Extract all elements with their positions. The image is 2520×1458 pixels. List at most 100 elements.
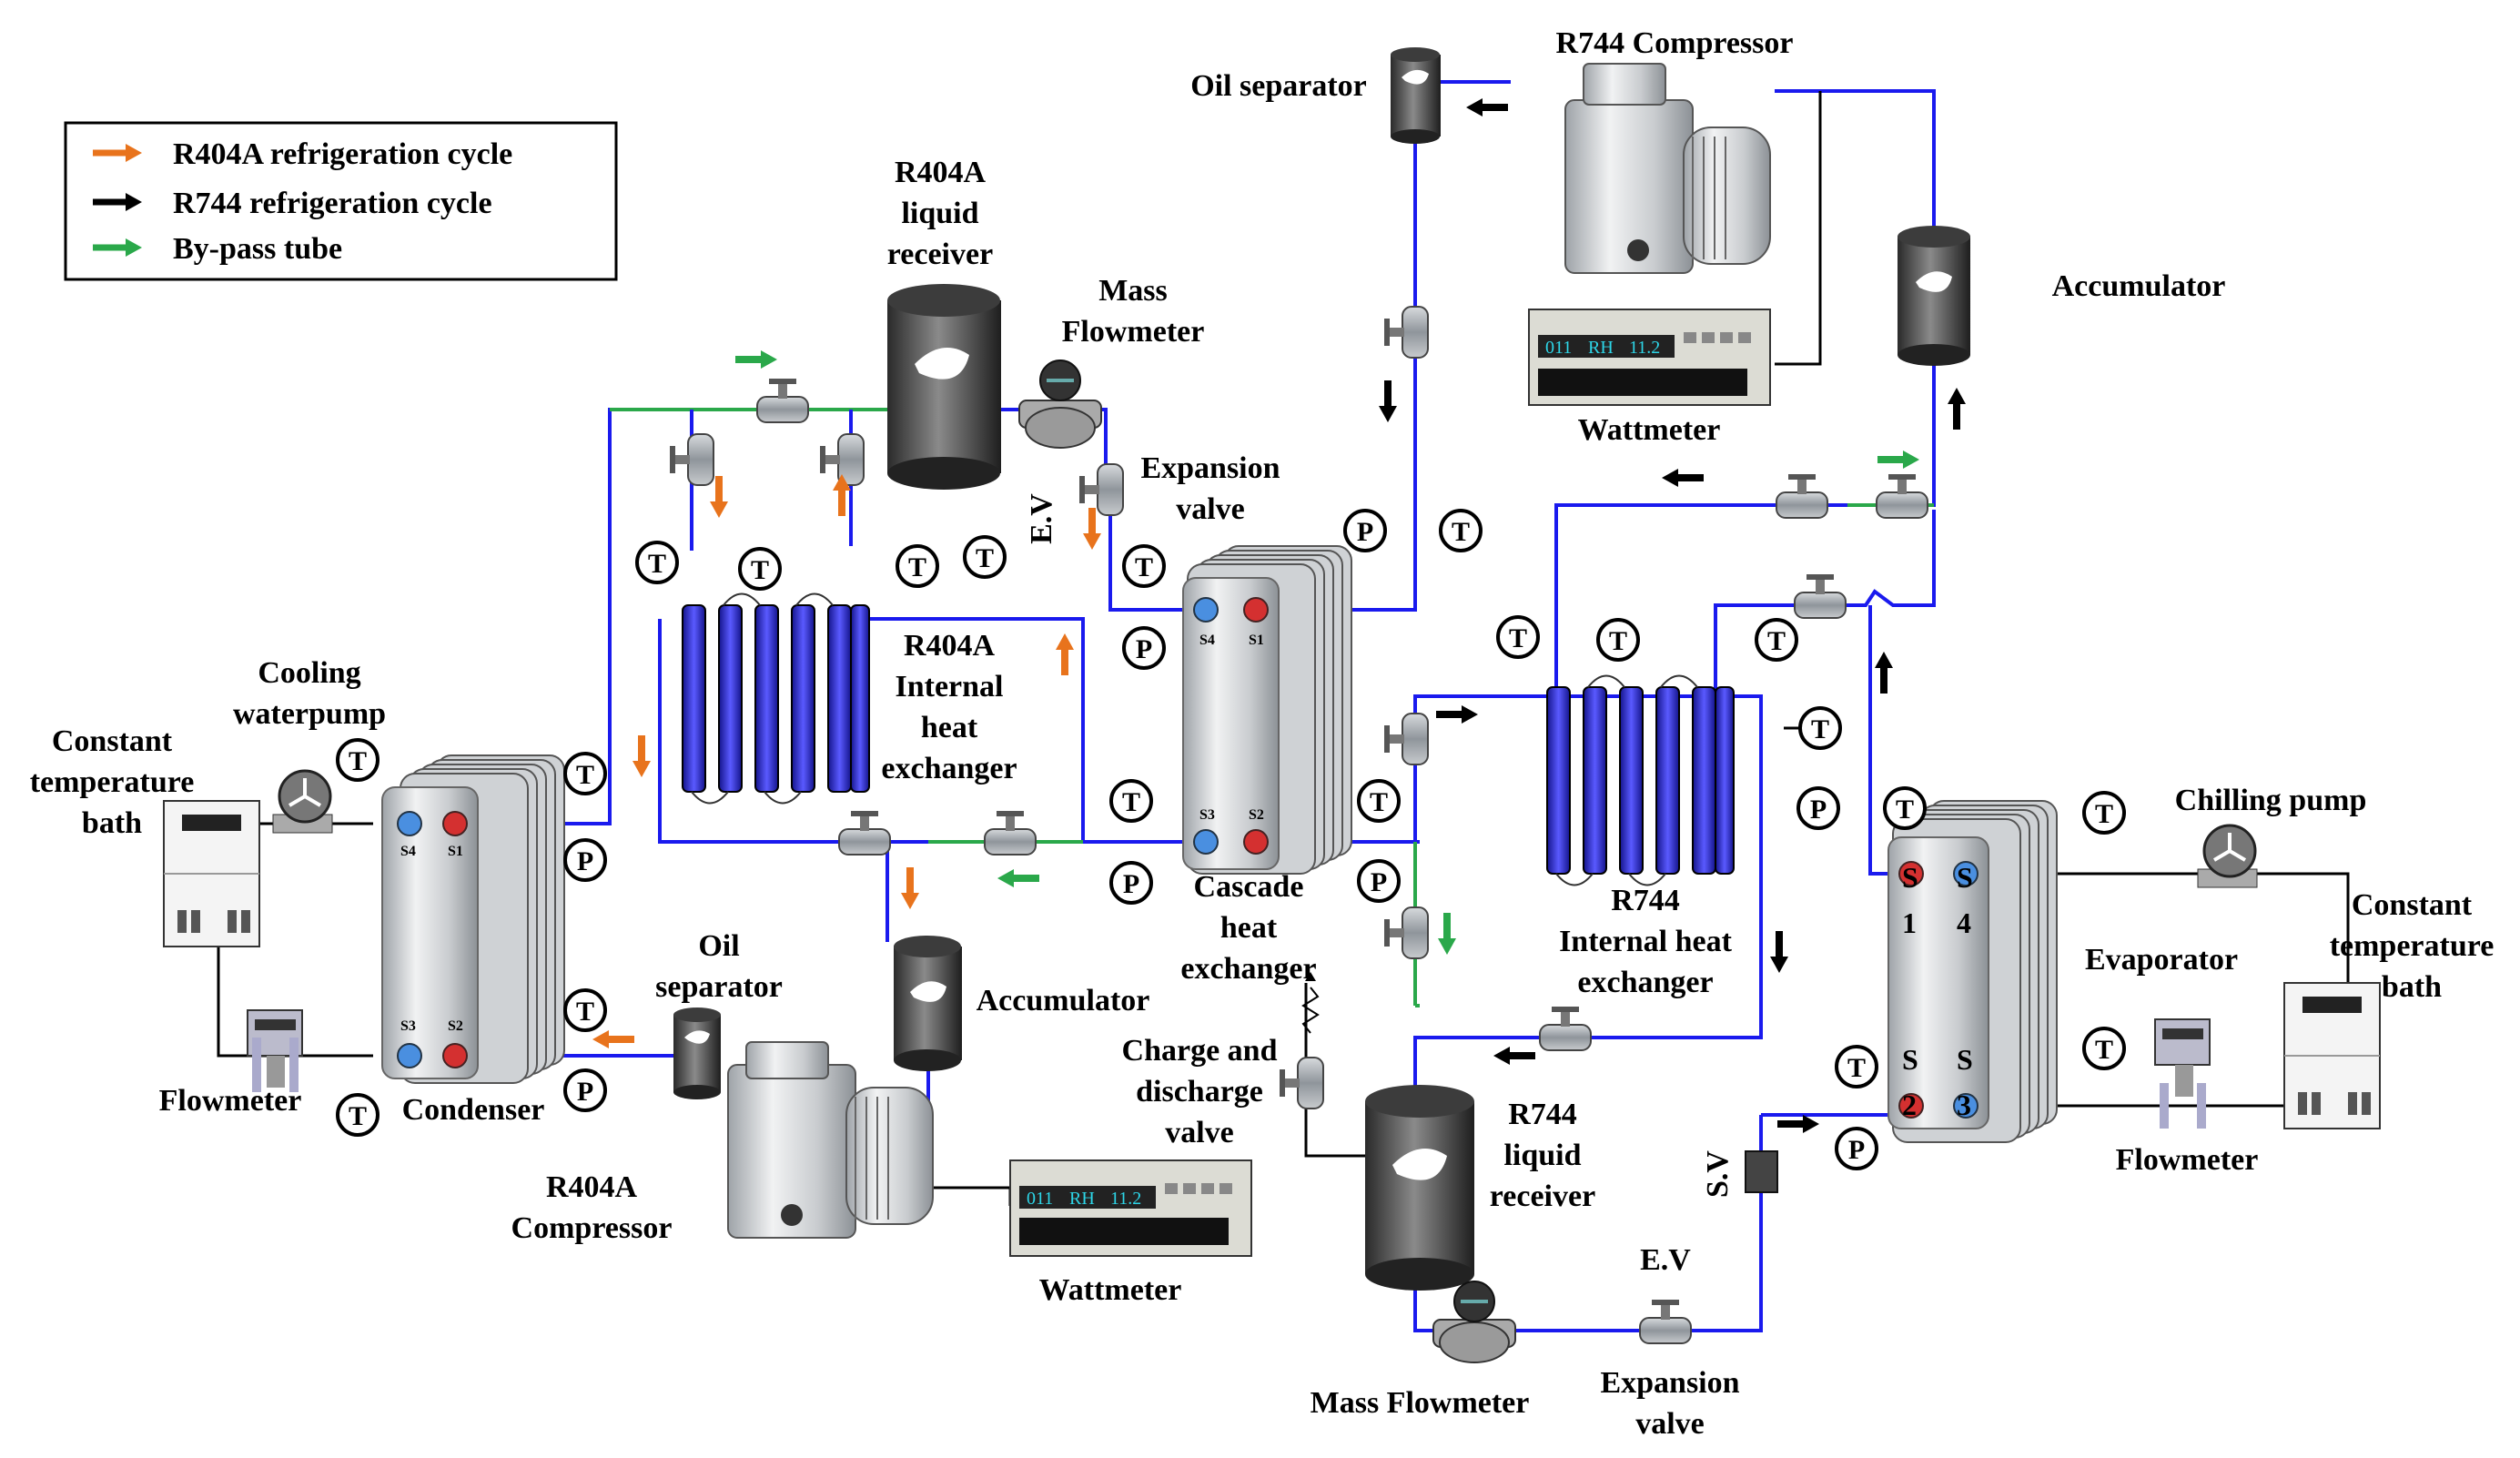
- sensor-label: T: [1135, 552, 1153, 582]
- label-accumulator-right: Accumulator: [2052, 269, 2226, 303]
- label-flowmeter-right: Flowmeter: [2116, 1143, 2259, 1177]
- label-r744-ihx-1: R744: [1611, 884, 1680, 917]
- pressure-sensor: P: [563, 838, 607, 882]
- valve-icon[interactable]: [1384, 306, 1429, 359]
- label-charge-discharge-2: discharge: [1136, 1075, 1263, 1109]
- valve-icon[interactable]: [1776, 474, 1828, 519]
- sensor-label: T: [2095, 1035, 2113, 1065]
- temperature-sensor: T: [1798, 706, 1842, 750]
- sensor-label: T: [751, 555, 769, 585]
- pressure-sensor: P: [563, 1068, 607, 1112]
- label-r744-liquid-receiver-1: R744: [1508, 1098, 1577, 1131]
- condenser-exchanger: S4 S1 S3 S2: [381, 754, 565, 1084]
- label-expansion-valve-bottom-2: valve: [1635, 1407, 1705, 1441]
- sensor-label: T: [1896, 795, 1914, 825]
- legend-item-bypass: By-pass tube: [93, 232, 342, 266]
- label-r744-liquid-receiver-2: liquid: [1503, 1139, 1581, 1172]
- port-label: S3: [400, 1018, 416, 1034]
- label-r404a-compressor-1: R404A: [546, 1170, 638, 1204]
- port-label: S4: [1199, 633, 1215, 648]
- label-ctb-right-3: bath: [2382, 970, 2442, 1004]
- temperature-sensor: T: [1439, 509, 1483, 552]
- label-r404a-ihx-1: R404A: [904, 629, 996, 663]
- sensor-label: P: [1136, 634, 1152, 664]
- valve-icon[interactable]: [820, 433, 865, 486]
- valve-icon[interactable]: [1079, 463, 1124, 516]
- sensor-label: P: [577, 1077, 593, 1107]
- tank-logo-icon: [910, 981, 946, 1002]
- sensor-label: T: [2095, 799, 2113, 829]
- valve-icon[interactable]: [1639, 1300, 1692, 1344]
- flow-arrow-icon: [1438, 913, 1456, 955]
- label-condenser: Condenser: [402, 1093, 545, 1127]
- valve-icon[interactable]: [1794, 574, 1847, 619]
- valve-icon[interactable]: [670, 433, 714, 486]
- flow-arrow-icon: [1777, 1115, 1819, 1133]
- label-expansion-valve-top-2: valve: [1176, 492, 1245, 526]
- legend: R404A refrigeration cycle R744 refrigera…: [64, 121, 618, 281]
- tank-logo-icon: [1402, 69, 1429, 85]
- sensor-label: T: [1609, 626, 1627, 656]
- flow-arrow-icon: [1056, 633, 1074, 675]
- label-r744-compressor: R744 Compressor: [1556, 26, 1794, 60]
- accumulator-mid: [894, 936, 962, 1071]
- port-label: 4: [1957, 906, 1971, 939]
- valve-icon[interactable]: [838, 811, 891, 856]
- evaporator-exchanger: S 1 S 4 S 2 S 3: [1887, 800, 2058, 1143]
- port-label: S: [1902, 861, 1918, 894]
- pressure-sensor: P: [1343, 509, 1387, 552]
- flow-arrow-icon: [1662, 469, 1704, 487]
- sensor-label: P: [1810, 795, 1827, 825]
- port-label: S4: [400, 844, 416, 859]
- valve-icon[interactable]: [1280, 1057, 1324, 1109]
- valve-icon[interactable]: [1876, 474, 1928, 519]
- label-cascade-3: exchanger: [1180, 952, 1316, 986]
- flow-arrow-icon: [1379, 380, 1397, 422]
- sensor-label: P: [1848, 1135, 1865, 1165]
- legend-label-r744: R744 refrigeration cycle: [173, 187, 492, 220]
- valve-icon[interactable]: [1384, 713, 1429, 765]
- label-ctb-left-3: bath: [82, 806, 142, 840]
- port-label: S1: [1249, 633, 1264, 648]
- r744-compressor: [1564, 63, 1771, 274]
- wattmeter-bottom: 011 RH 11.2: [1009, 1159, 1252, 1257]
- constant-temperature-bath-right: [2283, 982, 2381, 1129]
- temperature-sensor: T: [1755, 618, 1798, 662]
- pressure-sensor: P: [1835, 1127, 1878, 1170]
- sensor-label: T: [1811, 714, 1829, 744]
- flow-arrow-icon: [1083, 508, 1101, 550]
- sensor-label: T: [976, 543, 994, 573]
- label-r744-ihx-2: Internal heat: [1559, 925, 1733, 958]
- sensor-label: T: [1767, 626, 1786, 656]
- relief-spring-icon: [1301, 972, 1320, 1034]
- label-mass-flowmeter-bottom: Mass Flowmeter: [1311, 1386, 1530, 1420]
- temperature-sensor: T: [1883, 786, 1927, 830]
- sensor-label: T: [1452, 517, 1470, 547]
- sensor-label: P: [1357, 517, 1373, 547]
- port-label: S: [1957, 1043, 1973, 1076]
- label-ctb-left-2: temperature: [30, 765, 195, 799]
- pressure-sensor: P: [1357, 859, 1401, 903]
- label-cascade-2: heat: [1220, 911, 1278, 945]
- flow-arrow-icon: [633, 735, 651, 777]
- label-r404a-liquid-receiver-3: receiver: [887, 238, 993, 271]
- wattmeter-reading: RH: [1588, 338, 1614, 358]
- sensor-label: T: [1509, 623, 1527, 653]
- wattmeter-reading: 011: [1027, 1189, 1053, 1209]
- temperature-sensor: T: [635, 541, 679, 584]
- port-label: 1: [1902, 906, 1917, 939]
- label-r744-liquid-receiver-3: receiver: [1490, 1180, 1595, 1213]
- label-chilling-pump: Chilling pump: [2175, 784, 2367, 817]
- port-label: S2: [1249, 807, 1264, 823]
- valve-icon[interactable]: [984, 811, 1037, 856]
- label-wattmeter-top: Wattmeter: [1578, 413, 1721, 447]
- valve-icon[interactable]: [1539, 1007, 1592, 1051]
- valve-icon[interactable]: [1384, 906, 1429, 959]
- flow-arrow-icon: [1770, 931, 1788, 973]
- temperature-sensor: T: [2082, 791, 2126, 835]
- constant-temperature-bath-left: [163, 800, 260, 947]
- temperature-sensor: T: [1109, 779, 1153, 823]
- sensor-label: T: [349, 1101, 367, 1131]
- port-label: 2: [1902, 1088, 1917, 1121]
- valve-icon[interactable]: [756, 379, 809, 423]
